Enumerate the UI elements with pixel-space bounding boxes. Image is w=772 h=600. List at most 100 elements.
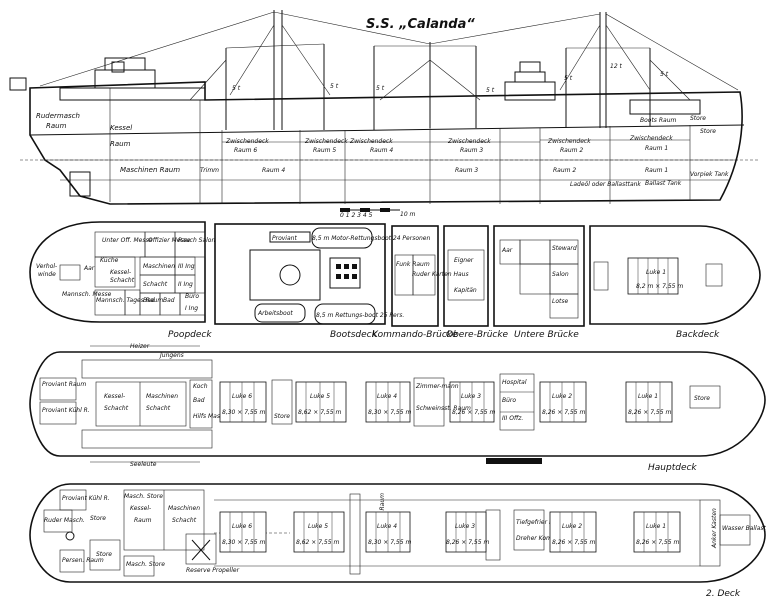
- upper-deck-plan: Unter Off. Messe Offizier Messe Rauch Sa…: [29, 221, 761, 340]
- bridge-label: Funk Raum: [396, 261, 430, 268]
- deck2-label: Luke 3: [455, 523, 475, 530]
- poop-label: Küche: [100, 257, 119, 264]
- hauptdeck-caption: Hauptdeck: [648, 463, 697, 473]
- profile-label: Raum 3: [455, 167, 478, 174]
- main-label: Kessel-: [104, 393, 125, 400]
- deck2-label: 8,30 × 7,55 m: [368, 539, 411, 546]
- poop-label: Verhol-: [36, 263, 57, 270]
- backdeck-caption: Backdeck: [676, 330, 720, 340]
- fore-label: 8,2 m × 7,55 m: [636, 283, 683, 290]
- scale-bar: 0 1 2 3 4 5 10 m: [340, 208, 416, 219]
- deck2-label: Luke 6: [232, 523, 252, 530]
- profile-label: Zwischendeck: [629, 135, 673, 142]
- untere-caption: Untere Brücke: [514, 330, 579, 340]
- boat-label: Proviant: [272, 235, 297, 242]
- profile-label: Raum: [110, 140, 131, 148]
- main-label: 8,26 × 7,55 m: [628, 409, 671, 416]
- bridge-label: Aar: [501, 247, 513, 254]
- bridge-label: Ruder Karten Haus: [412, 271, 469, 278]
- main-label: Store: [694, 395, 710, 402]
- main-label: Proviant Raum: [42, 381, 86, 388]
- scale-ticks: 0 1 2 3 4 5: [340, 212, 373, 219]
- profile-label: Ballast Tank: [645, 180, 682, 187]
- profile-label: Raum 2: [560, 147, 583, 154]
- deck2-label: Wasser Ballast: [722, 525, 767, 532]
- profile-label: 5 t: [564, 75, 573, 82]
- scale-unit: 10 m: [400, 211, 416, 218]
- poopdeck-caption: Poopdeck: [168, 330, 212, 340]
- obere-caption: Obere-Brücke: [446, 330, 509, 340]
- deck2-label: Dreher Kompass: [516, 535, 566, 542]
- profile-label: Raum 1: [645, 167, 668, 174]
- profile-label: Maschinen Raum: [120, 166, 180, 174]
- profile-label: 5 t: [330, 83, 339, 90]
- boat-label: Arbeitsboot: [257, 310, 293, 317]
- main-label: 8,26 × 7,55 m: [542, 409, 585, 416]
- profile-label: Ladeöl oder Ballasttank: [570, 181, 641, 188]
- deck2-label: Luke 1: [646, 523, 666, 530]
- main-label: Hospital: [502, 379, 527, 386]
- fore-label: Luke 1: [646, 269, 666, 276]
- deck2-label: Store: [96, 551, 112, 558]
- poop-label: Unter Off. Messe: [102, 237, 153, 244]
- poop-label: winde: [38, 271, 56, 278]
- deck2-label: 8,30 × 7,55 m: [222, 539, 265, 546]
- kommando-caption: Kommando-Brücke: [372, 330, 458, 340]
- deck2-label: Reserve Propeller: [186, 567, 240, 574]
- main-label: Schacht: [104, 405, 129, 412]
- main-label: Koch: [193, 383, 208, 390]
- bridge-label: Lotse: [552, 298, 568, 305]
- main-label: III Offz.: [502, 415, 523, 422]
- poop-label: II Ing: [178, 281, 193, 288]
- main-label: Zimmer-mann: [415, 383, 459, 390]
- poop-label: Mannsch. Tages Raum: [96, 297, 163, 304]
- profile-label: Boots Raum: [640, 117, 676, 124]
- deck2-label: Masch. Store: [124, 493, 163, 500]
- main-label: Büro: [502, 397, 516, 404]
- profile-label: Raum 4: [262, 167, 285, 174]
- poop-label: III Ing: [178, 263, 195, 270]
- profile-view: Rudermasch Raum Kessel Raum Maschinen Ra…: [9, 10, 760, 205]
- main-top-label: Heizer: [130, 343, 150, 350]
- profile-label: Raum: [46, 122, 67, 130]
- profile-label: Zwischendeck: [225, 138, 269, 145]
- main-label: Luke 4: [377, 393, 397, 400]
- plan-title: S.S. „Calanda“: [366, 17, 475, 32]
- profile-label: 12 t: [610, 63, 623, 70]
- main-label: Luke 3: [461, 393, 481, 400]
- main-label: Proviant Kühl R.: [42, 407, 90, 414]
- poop-label: Bad: [143, 297, 155, 304]
- poop-label: Maschinen: [143, 263, 175, 270]
- main-label: Luke 2: [552, 393, 572, 400]
- poop-label: Schacht: [143, 281, 168, 288]
- bridge-label: Kapitän: [454, 287, 477, 294]
- deck2-label: Persen. Raum: [62, 557, 104, 564]
- deck2-label: Tiefgefrier R.: [516, 519, 555, 526]
- bootsdeck-caption: Bootsdeck: [330, 330, 378, 340]
- profile-label: Rudermasch: [36, 112, 80, 120]
- main-label: Hilfs Masch.: [193, 413, 229, 420]
- deck2-label: Luke 5: [308, 523, 328, 530]
- deck2-label: 8,26 × 7,55 m: [636, 539, 679, 546]
- deck2-label: 8,26 × 7,55 m: [446, 539, 489, 546]
- profile-label: Store: [700, 128, 716, 135]
- boat-label: 8,5 m Rettungs-boot 25 Pers.: [316, 312, 404, 319]
- deck2-label: Store: [90, 515, 106, 522]
- poop-label: Büro: [185, 293, 199, 300]
- poop-label: Bad: [163, 297, 175, 304]
- main-label: Schweinsst. Raum: [416, 405, 471, 412]
- deck2-label: Luke 2: [562, 523, 582, 530]
- poop-label: Schacht: [110, 277, 135, 284]
- profile-label: Raum 6: [234, 147, 257, 154]
- poop-label: Kessel-: [110, 269, 131, 276]
- main-label: Luke 1: [638, 393, 658, 400]
- main-label: 8,30 × 7,55 m: [222, 409, 265, 416]
- deck2-label: Maschinen: [168, 505, 200, 512]
- deck2-label: Masch. Store: [126, 561, 165, 568]
- main-label: Luke 6: [232, 393, 252, 400]
- profile-label: 5 t: [376, 85, 385, 92]
- profile-label: Raum 1: [645, 145, 668, 152]
- deck2-hatches: [219, 511, 681, 553]
- deck2-label: Proviant Kühl R.: [62, 495, 110, 502]
- main-label: Schacht: [146, 405, 171, 412]
